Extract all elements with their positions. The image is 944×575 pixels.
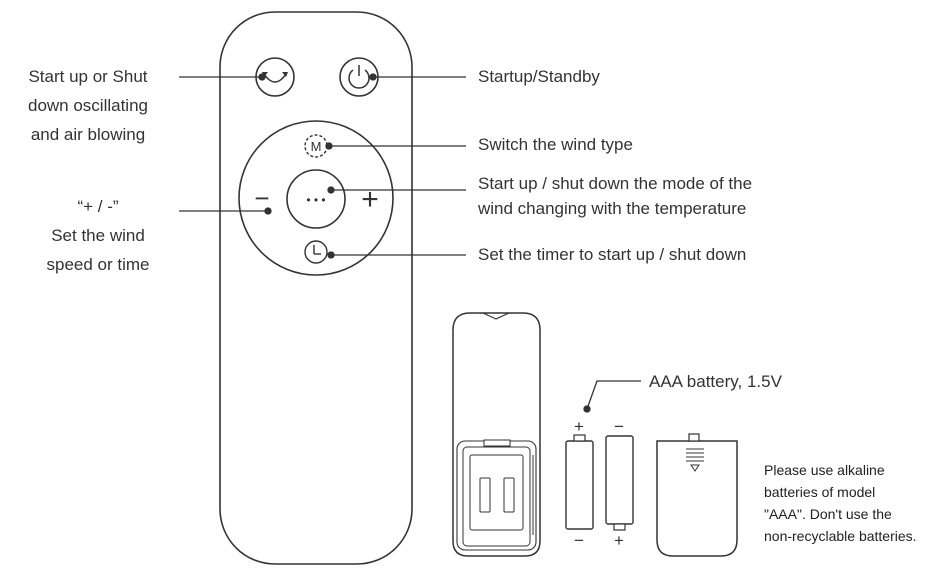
battery-right-minus: −	[614, 417, 624, 436]
battery-left-minus: −	[574, 531, 584, 550]
label-temperature-mode-line2: wind changing with the temperature	[478, 199, 747, 218]
battery-note: Please use alkaline batteries of model "…	[764, 459, 917, 547]
label-speed-line1: “+ / -”	[77, 197, 119, 216]
battery-note-line3: "AAA". Don't use the	[764, 506, 892, 522]
battery-left-plus: +	[574, 417, 584, 436]
battery-cover	[656, 433, 738, 557]
label-oscillate: Start up or Shut down oscillating and ai…	[12, 62, 164, 149]
label-startup-standby: Startup/Standby	[478, 67, 600, 86]
remote-back	[452, 312, 541, 557]
label-temperature-mode: Start up / shut down the mode of the win…	[478, 171, 752, 221]
center-button[interactable]: • • •	[286, 169, 346, 229]
battery-right-plus: +	[614, 531, 624, 550]
label-timer: Set the timer to start up / shut down	[478, 245, 747, 264]
label-wind-type: Switch the wind type	[478, 135, 633, 154]
battery-note-line1: Please use alkaline	[764, 462, 885, 478]
label-speed-line2: Set the wind	[51, 226, 145, 245]
label-battery: AAA battery, 1.5V	[649, 372, 782, 391]
label-speed-line3: speed or time	[46, 255, 150, 274]
center-button-dots: • • •	[306, 193, 325, 207]
label-oscillate-line1: Start up or Shut	[28, 67, 148, 86]
battery-note-line2: batteries of model	[764, 484, 876, 500]
remote-body	[219, 11, 413, 565]
power-button[interactable]	[339, 57, 379, 97]
label-oscillate-line2: down oscillating	[27, 96, 148, 115]
battery-left	[565, 434, 594, 530]
battery-note-line4: non-recyclable batteries.	[764, 528, 917, 544]
battery-right	[605, 435, 634, 531]
mode-button[interactable]: M	[304, 134, 328, 158]
timer-button[interactable]	[304, 240, 328, 264]
plus-button[interactable]: +	[361, 183, 379, 216]
label-temperature-mode-line1: Start up / shut down the mode of the	[478, 174, 753, 193]
mode-button-label: M	[311, 139, 322, 154]
oscillate-button[interactable]	[255, 57, 295, 97]
label-oscillate-line3: and air blowing	[30, 125, 146, 144]
power-icon	[348, 65, 370, 89]
label-speed: “+ / -” Set the wind speed or time	[22, 192, 174, 279]
minus-button[interactable]: −	[254, 183, 269, 213]
callout-lines	[179, 73, 641, 413]
clock-icon	[313, 245, 321, 255]
